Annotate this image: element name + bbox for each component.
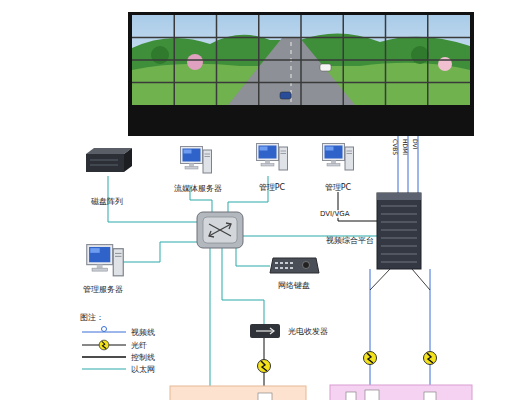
device-label: 管理PC	[325, 183, 351, 192]
device-node: 磁盘阵列	[80, 148, 134, 206]
signal-label: CVBS	[392, 139, 399, 155]
device-node: 视频综合平台	[377, 193, 421, 269]
device-label: 光电收发器	[288, 327, 328, 336]
device-node: 管理PC	[250, 140, 294, 192]
device-label: 管理PC	[259, 183, 285, 192]
signal-label: HDMI	[402, 139, 409, 155]
signal-label: DVI	[412, 139, 419, 149]
legend-text: 以太网	[131, 364, 155, 375]
device-node: 管理PC	[316, 140, 360, 192]
legend-text: 控制线	[131, 352, 155, 363]
device-node: 网络键盘	[266, 256, 322, 290]
device-label: 网络键盘	[278, 281, 310, 290]
legend-text: 光纤	[131, 340, 147, 351]
legend-text: 视频线	[131, 327, 155, 338]
device-label: 视频综合平台	[326, 236, 374, 245]
edge-label: DVI/VGA	[320, 210, 349, 218]
device-label: 流媒体服务器	[174, 184, 222, 193]
device-node: 光电收发器	[250, 324, 280, 338]
device-node: 流媒体服务器	[166, 143, 230, 193]
device-node: 管理服务器	[74, 244, 132, 294]
device-label: 磁盘阵列	[91, 197, 123, 206]
device-label: 管理服务器	[83, 285, 123, 294]
legend-heading: 图注：	[80, 312, 104, 323]
